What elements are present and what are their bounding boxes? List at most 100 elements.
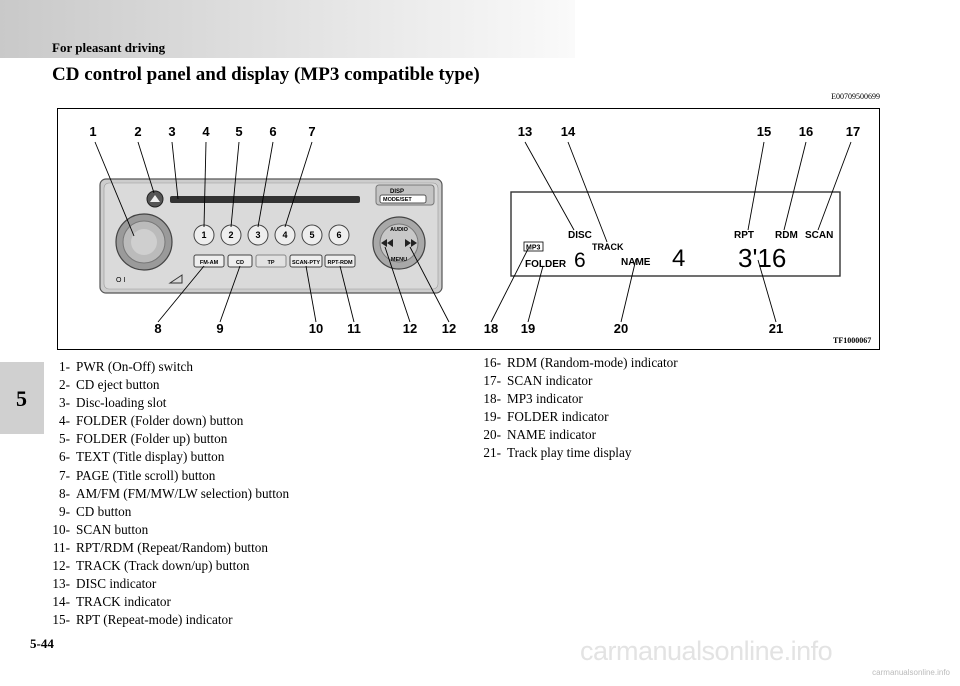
mode-label: MODE/SET: [383, 197, 412, 203]
preset-label: 1: [201, 230, 206, 240]
legend-number: 17-: [483, 373, 501, 389]
callout-3: 3: [168, 124, 175, 139]
callout-12a: 12: [403, 321, 417, 336]
rdm-indicator: RDM: [775, 230, 798, 241]
callout-20: 20: [614, 321, 628, 336]
cd-panel-diagram: O I DISP MODE/SET 1 2 3 4 5 6: [89, 124, 871, 345]
preset-label: 3: [255, 230, 260, 240]
mp3-box: [523, 241, 544, 252]
button-label: RPT-RDM: [327, 260, 352, 266]
folder-number: 6: [574, 249, 586, 272]
callout-2: 2: [134, 124, 141, 139]
legend-text: Disc-loading slot: [76, 395, 167, 411]
callout-18: 18: [484, 321, 498, 336]
legend-text: RPT/RDM (Repeat/Random) button: [76, 539, 268, 555]
disc-indicator: DISC: [568, 230, 592, 241]
legend-number: 14-: [52, 594, 70, 610]
legend-number: 21-: [483, 445, 501, 461]
callout-19: 19: [521, 321, 535, 336]
watermark: carmanualsonline.info: [580, 636, 833, 666]
rpt-indicator: RPT: [734, 230, 754, 241]
track-down-icon: [381, 239, 393, 247]
preset-label: 2: [228, 230, 233, 240]
tp-button: [255, 254, 287, 268]
audio-label: AUDIO: [390, 227, 408, 233]
name-indicator: NAME: [621, 257, 651, 268]
track-up-icon: [405, 239, 417, 247]
reference-code: E00709500699: [831, 92, 880, 101]
legend-item: 21-Track play time display: [475, 444, 678, 462]
callout-10: 10: [309, 321, 323, 336]
legend-number: 19-: [483, 409, 501, 425]
legend-item: 20- NAME indicator: [475, 426, 678, 444]
legend-item: 18- MP3 indicator: [475, 390, 678, 408]
header-band: [0, 0, 575, 58]
watermark-small: carmanualsonline.info: [872, 668, 950, 677]
legend-text: FOLDER (Folder up) button: [76, 431, 228, 447]
preset-4: [274, 224, 296, 246]
callout-15: 15: [757, 124, 771, 139]
legend-text: SCAN button: [76, 521, 149, 537]
legend-number: 11-: [52, 539, 70, 555]
preset-label: 4: [282, 230, 287, 240]
callout-4: 4: [202, 124, 210, 139]
legend-number: 7-: [59, 467, 70, 483]
section-header: For pleasant driving: [52, 40, 166, 55]
callout-14: 14: [561, 124, 576, 139]
preset-buttons: 1 2 3 4 5 6: [193, 224, 350, 246]
callout-5: 5: [235, 124, 242, 139]
legend-item: 9-CD button: [44, 503, 289, 521]
legend-item: 3- Disc-loading slot: [44, 394, 289, 412]
legend-number: 20-: [483, 427, 501, 443]
legend-item: 4-FOLDER (Folder down) button: [44, 412, 289, 430]
page-title: CD control panel and display (MP3 compat…: [52, 64, 480, 85]
legend-number: 3-: [59, 395, 70, 411]
callout-17: 17: [846, 124, 860, 139]
legend-item: 2-CD eject button: [44, 376, 289, 394]
button-label: TP: [267, 260, 274, 266]
legend-number: 2-: [59, 377, 70, 393]
callout-21: 21: [769, 321, 783, 336]
button-label: FM-AM: [200, 260, 219, 266]
legend-number: 13-: [52, 576, 70, 592]
legend-item: 11- RPT/RDM (Repeat/Random) button: [44, 539, 289, 557]
chapter-tab: [0, 362, 44, 434]
callout-7: 7: [308, 124, 315, 139]
menu-label: MENU: [391, 257, 407, 263]
legend-number: 12-: [52, 558, 70, 574]
legend-text: PAGE (Title scroll) button: [76, 467, 216, 483]
callout-9: 9: [216, 321, 223, 336]
preset-6: [328, 224, 350, 246]
callout-6: 6: [269, 124, 276, 139]
callout-8: 8: [154, 321, 161, 336]
legend-text: MP3 indicator: [507, 391, 583, 407]
legend-item: 15- RPT (Repeat-mode) indicator: [44, 611, 289, 629]
scan-indicator: SCAN: [805, 230, 833, 241]
pwr-mark: O I: [116, 277, 125, 284]
legend-text: NAME indicator: [507, 427, 596, 443]
legend-number: 8-: [59, 485, 70, 501]
legend-number: 5-: [59, 431, 70, 447]
legend-number: 4-: [59, 413, 70, 429]
callout-numbers: 1 2 3 4 5 6 7 13 14 15 16 17 8 9 10 11 1…: [89, 124, 860, 336]
preset-label: 5: [309, 230, 314, 240]
legend-item: 13- DISC indicator: [44, 575, 289, 593]
callout-12b: 12: [442, 321, 456, 336]
button-label: CD: [236, 260, 244, 266]
legend-item: 10-SCAN button: [44, 521, 289, 539]
preset-5: [301, 224, 323, 246]
button-label: SCAN-PTY: [292, 260, 320, 266]
legend-text: RDM (Random-mode) indicator: [507, 355, 678, 370]
legend-number: 18-: [483, 391, 501, 407]
legend-number: 15-: [52, 612, 70, 628]
legend-text: TRACK indicator: [76, 594, 171, 610]
legend-text: RPT (Repeat-mode) indicator: [76, 612, 233, 628]
track-number: 4: [672, 245, 685, 272]
legend-number: 1-: [59, 359, 70, 374]
legend-number: 16-: [483, 355, 501, 370]
legend-text: DISC indicator: [76, 576, 157, 592]
callout-11: 11: [347, 321, 361, 336]
callout-1: 1: [89, 124, 96, 139]
disp-label: DISP: [390, 189, 404, 195]
